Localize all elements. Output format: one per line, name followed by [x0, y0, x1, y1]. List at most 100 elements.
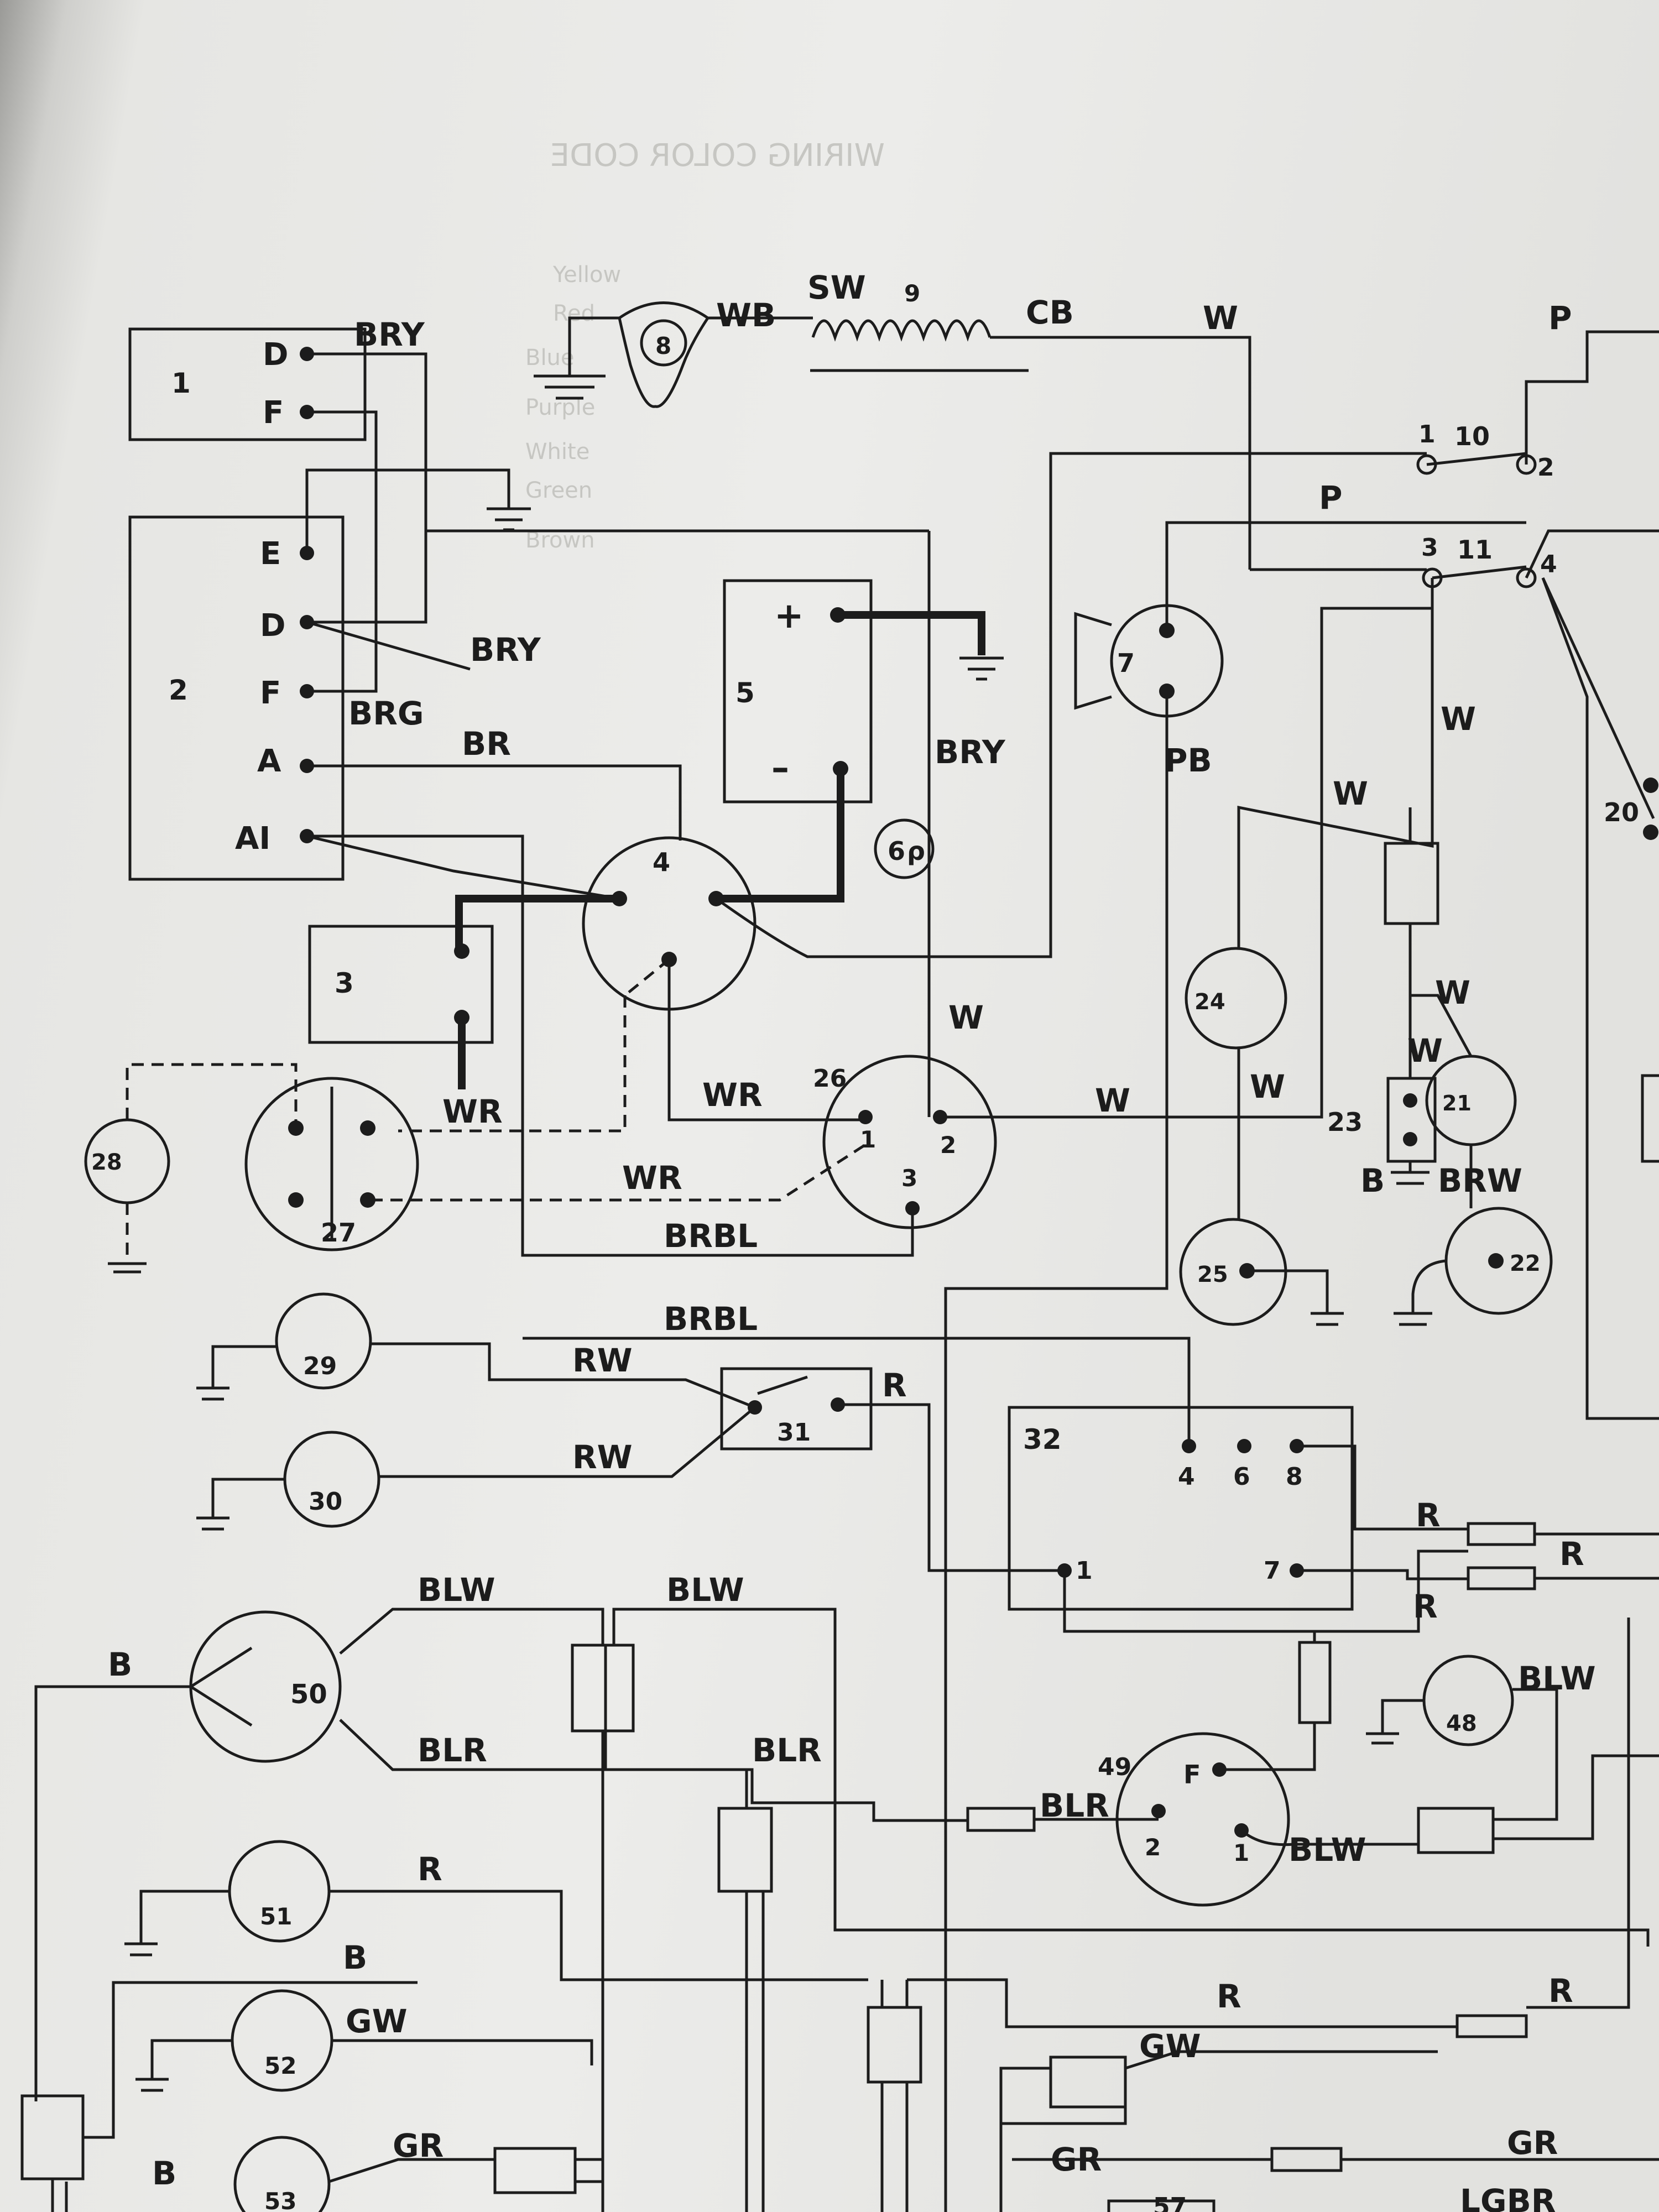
lamp-24: 24: [1185, 947, 1287, 1050]
c2-terminal-d: D: [260, 608, 285, 644]
component-8-label: 8: [655, 332, 671, 359]
wire-label-b-2: B: [343, 1939, 367, 1976]
switch-11: 11 3 4: [1421, 534, 1557, 588]
c49-terminal-1: 1: [1233, 1839, 1249, 1866]
c26-terminal-2: 2: [940, 1131, 956, 1159]
lamp-29: 29: [196, 1292, 372, 1401]
wire-label-w-top: W: [1203, 299, 1238, 337]
wire-label-wr-1: WR: [442, 1093, 503, 1130]
relay-31: 31: [720, 1367, 873, 1451]
wire-label-w-right-4: W: [1407, 1032, 1443, 1070]
faint-legend-5: White: [525, 439, 589, 465]
relay-31-label: 31: [777, 1418, 811, 1447]
wire-label-r-51: R: [418, 1850, 442, 1888]
faint-legend-3: Blue: [525, 345, 575, 371]
component-32-box: 32 4 6 8 1 7: [1008, 1406, 1354, 1611]
wire-label-blr-2: BLR: [752, 1731, 822, 1769]
component-20-label: 20: [1604, 797, 1639, 827]
wire-label-rw-1: RW: [572, 1342, 633, 1379]
wire-label-blw-2: BLW: [666, 1571, 744, 1609]
wire-label-gr-1: GR: [393, 2127, 444, 2164]
lamp-29-label: 29: [303, 1352, 337, 1380]
lamp-30: 30: [196, 1431, 380, 1531]
wire-label-b-3: B: [152, 2154, 176, 2192]
wire-label-cb: CB: [1026, 294, 1074, 331]
c49-terminal-2: 2: [1145, 1834, 1161, 1861]
wire-label-r-bottom-1: R: [1217, 1978, 1241, 2015]
wire-label-blw-49: BLW: [1288, 1831, 1366, 1869]
component-1-label: 1: [171, 367, 191, 399]
wire-label-gr-2: GR: [1051, 2141, 1102, 2178]
switch-11-t4: 4: [1540, 550, 1557, 578]
lamp-22-label: 22: [1510, 1251, 1541, 1276]
switch-10: 10 1 2: [1416, 420, 1554, 482]
component-26-label: 26: [813, 1065, 847, 1093]
battery-cables: [455, 611, 985, 1089]
lamp-21: 21: [1425, 1055, 1517, 1146]
lamp-24-label: 24: [1194, 989, 1225, 1015]
wire-label-wr-3: WR: [622, 1159, 682, 1197]
wire-label-r-right-3: R: [1413, 1588, 1438, 1625]
wire-network: [20, 330, 1659, 2212]
switch-10-t1: 1: [1418, 420, 1436, 448]
component-8-bulb: 8: [534, 301, 710, 408]
wire-label-r-bottom-2: R: [1548, 1972, 1573, 2010]
wire-label-lgbr: LGBR: [1460, 2182, 1556, 2212]
lamp-51: 51: [124, 1840, 331, 1957]
component-50-label: 50: [290, 1679, 327, 1710]
lamp-22: 22: [1444, 1207, 1553, 1315]
lamp-48-label: 48: [1446, 1711, 1477, 1736]
component-50: 50: [189, 1610, 342, 1763]
c1-terminal-f: F: [263, 395, 284, 431]
wire-label-sw: SW: [807, 269, 866, 306]
component-27: 27: [244, 1077, 419, 1251]
component-9-coil: 9: [708, 280, 1251, 570]
wire-label-brg: BRG: [348, 695, 424, 732]
component-23-label: 23: [1327, 1107, 1363, 1137]
wire-label-blw-1: BLW: [418, 1571, 495, 1609]
wire-label-gr-3: GR: [1507, 2124, 1558, 2162]
component-2-label: 2: [169, 674, 188, 706]
component-57-label: 57: [1153, 2193, 1187, 2212]
c26-terminal-3: 3: [901, 1165, 917, 1192]
component-23: 23: [1327, 1077, 1437, 1163]
component-6-symbol: ρ: [907, 836, 925, 866]
wire-label-w-mid-2: W: [1250, 1068, 1285, 1105]
component-6-label: 6: [888, 836, 905, 866]
c2-terminal-e: E: [260, 536, 281, 572]
lamp-25-label: 25: [1197, 1262, 1228, 1287]
battery-minus: –: [771, 748, 789, 789]
faint-heading: WIRING COLOR CODE: [550, 138, 885, 174]
component-32-label: 32: [1023, 1423, 1062, 1455]
lamp-53-label: 53: [264, 2188, 296, 2212]
c32-terminal-7: 7: [1264, 1557, 1281, 1585]
switch-10-t2: 2: [1537, 453, 1554, 482]
wire-label-r-right-1: R: [1416, 1496, 1441, 1534]
component-9-label: 9: [904, 280, 920, 307]
wire-label-pb: PB: [1164, 742, 1212, 779]
component-5-label: 5: [735, 677, 755, 709]
component-4-label: 4: [653, 847, 670, 877]
wire-label-wr-2: WR: [702, 1076, 763, 1114]
faint-legend-1: Yellow: [552, 262, 621, 288]
wire-labels: BRY WB SW CB W P P BRY BRG BR BRY PB W W…: [108, 269, 1596, 2212]
component-57: 57: [1107, 2193, 1215, 2212]
c1-terminal-d: D: [263, 337, 288, 373]
component-2-box: 2 E D F A AI: [128, 515, 345, 881]
wire-label-bry-2: BRY: [470, 631, 541, 669]
wire-label-brw: BRW: [1438, 1162, 1522, 1199]
component-26-switch: 26 1 2 3: [813, 1055, 997, 1229]
component-6-lamp: 6 ρ: [874, 818, 935, 879]
c32-terminal-8: 8: [1286, 1463, 1303, 1491]
wire-label-p-top: P: [1548, 299, 1572, 337]
component-27-label: 27: [321, 1218, 356, 1248]
faint-legend-2: Red: [553, 301, 595, 326]
switch-10-label: 10: [1454, 421, 1490, 451]
wire-label-bry-1: BRY: [354, 316, 425, 353]
lamp-28-label: 28: [91, 1150, 122, 1175]
switch-11-label: 11: [1457, 535, 1493, 565]
wire-label-blr-1: BLR: [418, 1731, 487, 1769]
wire-label-b-23: B: [1360, 1162, 1385, 1199]
